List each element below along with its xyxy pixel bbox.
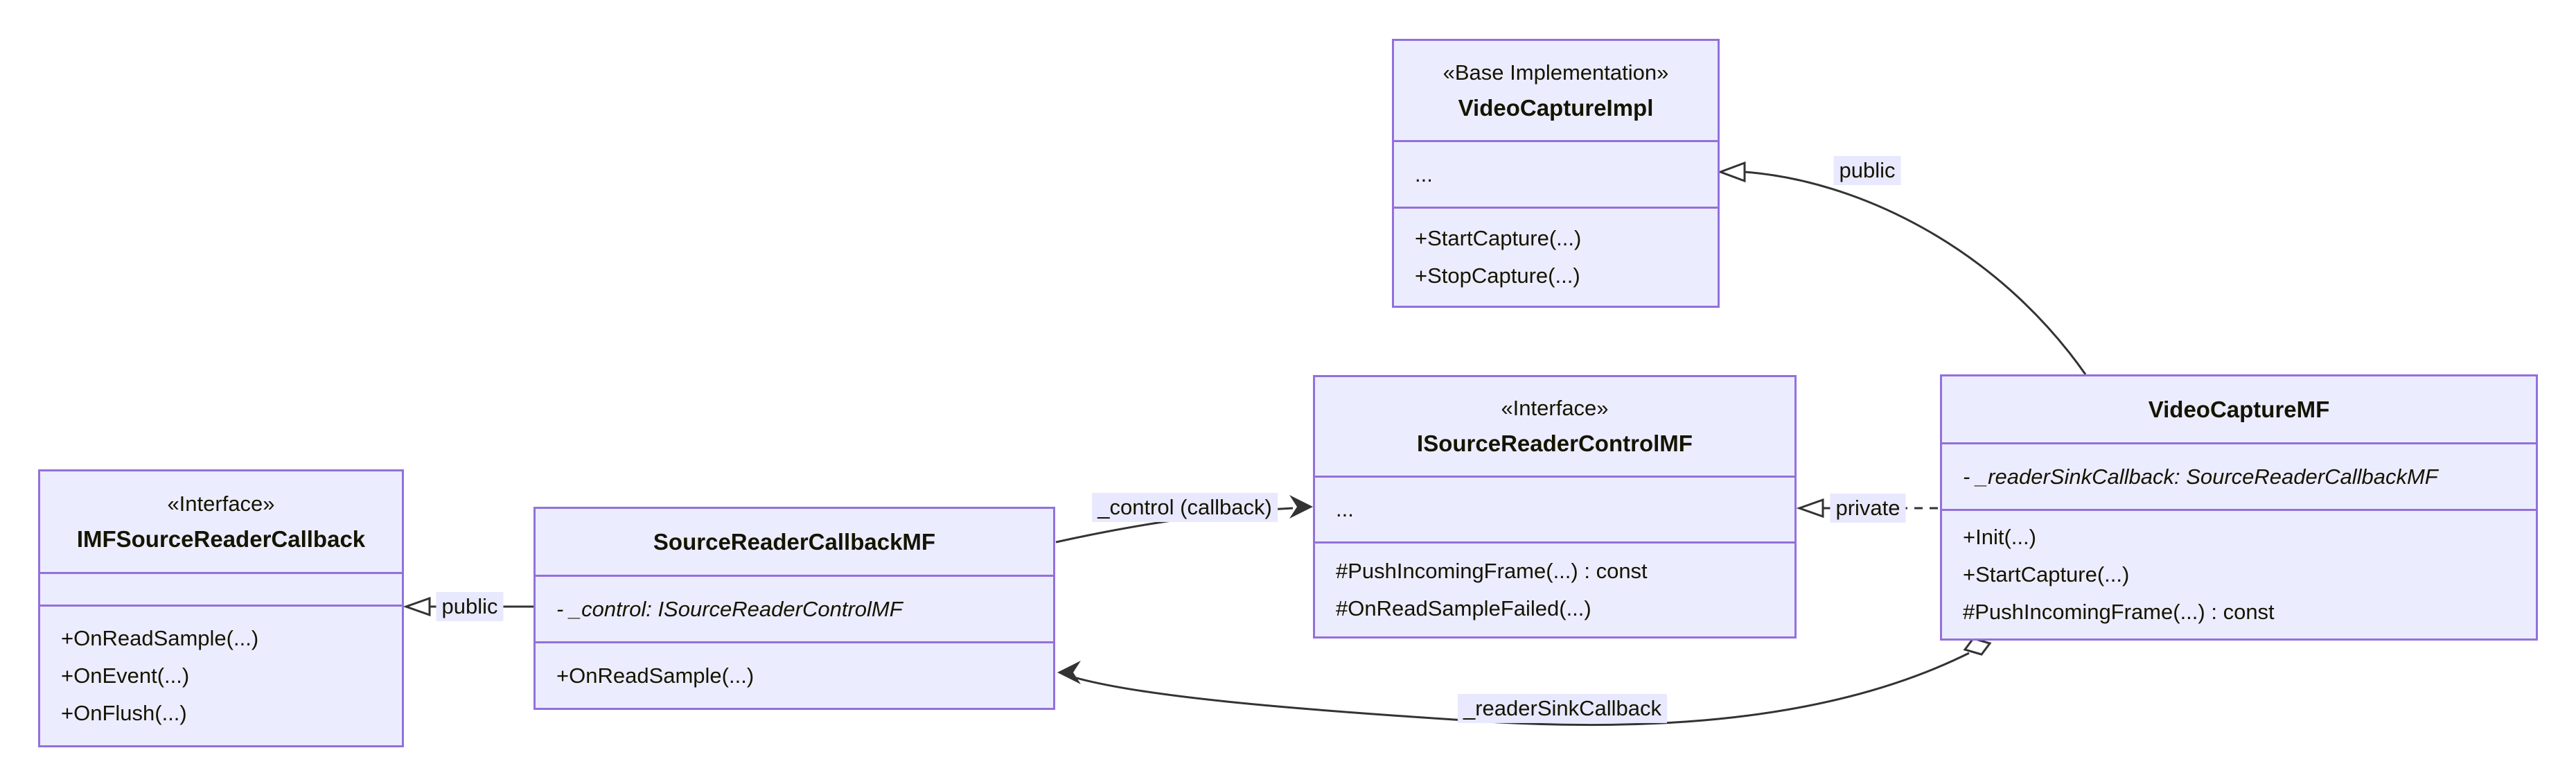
edge-label-control-callback: _control (callback) xyxy=(1092,492,1278,523)
class-methods: +OnReadSample(...) +OnEvent(...) +OnFlus… xyxy=(40,605,402,745)
arrowhead-vee-icon xyxy=(1057,661,1081,684)
method-row: #PushIncomingFrame(...) : const xyxy=(1336,559,1648,583)
attribute-row: ... xyxy=(1415,162,1433,186)
class-attributes: ... xyxy=(1394,140,1718,207)
class-node-imfsourcereadercallback: «Interface» IMFSourceReaderCallback +OnR… xyxy=(38,469,404,747)
class-name: IMFSourceReaderCallback xyxy=(76,525,366,552)
class-methods: #PushIncomingFrame(...) : const #OnReadS… xyxy=(1315,541,1794,636)
method-row: +OnEvent(...) xyxy=(61,663,190,688)
method-row: +OnReadSample(...) xyxy=(61,626,259,650)
method-row: #OnReadSampleFailed(...) xyxy=(1336,596,1591,620)
edge-label-private-realization: private xyxy=(1830,493,1906,523)
method-row: +OnFlush(...) xyxy=(61,701,187,725)
class-stereotype: «Interface» xyxy=(1501,396,1609,420)
class-methods: +Init(...) +StartCapture(...) #PushIncom… xyxy=(1942,509,2536,638)
attribute-row: - _control: ISourceReaderControlMF xyxy=(556,596,903,621)
edge-label-readersinkcallback: _readerSinkCallback xyxy=(1457,693,1668,724)
attribute-row: - _readerSinkCallback: SourceReaderCallb… xyxy=(1963,464,2438,489)
attribute-row: ... xyxy=(1336,497,1354,521)
class-attributes: - _readerSinkCallback: SourceReaderCallb… xyxy=(1942,442,2536,509)
class-name: ISourceReaderControlMF xyxy=(1417,431,1693,456)
class-stereotype: «Interface» xyxy=(167,491,275,516)
class-title: SourceReaderCallbackMF xyxy=(536,509,1053,575)
class-attributes: ... xyxy=(1315,476,1794,541)
class-title: «Interface» IMFSourceReaderCallback xyxy=(40,471,402,572)
class-stereotype: «Base Implementation» xyxy=(1443,60,1669,85)
edge-label-public-inheritance-left: public xyxy=(436,591,504,622)
edge-inheritance-videocapturemf-to-videocaptureimpl xyxy=(1717,161,2087,375)
method-row: +StartCapture(...) xyxy=(1963,562,2130,586)
arrowhead-vee-icon xyxy=(1289,495,1313,519)
class-name: VideoCaptureImpl xyxy=(1458,94,1654,121)
edge-label-public-inheritance: public xyxy=(1833,155,1901,186)
class-name: VideoCaptureMF xyxy=(2148,396,2330,422)
inheritance-triangle-icon xyxy=(1717,161,1746,183)
class-methods: +OnReadSample(...) xyxy=(536,641,1053,708)
edge-line xyxy=(1744,171,2087,375)
class-title: «Interface» ISourceReaderControlMF xyxy=(1315,377,1794,476)
method-row: +StartCapture(...) xyxy=(1415,226,1582,250)
inheritance-triangle-icon xyxy=(403,596,431,617)
method-row: +Init(...) xyxy=(1963,525,2036,549)
class-title: VideoCaptureMF xyxy=(1942,376,2536,442)
method-row: #PushIncomingFrame(...) : const xyxy=(1963,600,2275,624)
class-node-isourcereadercontrolmf: «Interface» ISourceReaderControlMF ... #… xyxy=(1313,375,1797,638)
aggregation-diamond-icon xyxy=(1963,637,1992,656)
class-node-videocaptureimpl: «Base Implementation» VideoCaptureImpl .… xyxy=(1392,39,1720,308)
class-title: «Base Implementation» VideoCaptureImpl xyxy=(1394,41,1718,140)
class-attributes xyxy=(40,572,402,605)
class-methods: +StartCapture(...) +StopCapture(...) xyxy=(1394,207,1718,306)
class-node-videocapturemf: VideoCaptureMF - _readerSinkCallback: So… xyxy=(1940,374,2538,641)
class-attributes: - _control: ISourceReaderControlMF xyxy=(536,575,1053,641)
inheritance-triangle-icon xyxy=(1796,498,1824,519)
class-name: SourceReaderCallbackMF xyxy=(653,528,936,555)
method-row: +OnReadSample(...) xyxy=(556,663,755,688)
method-row: +StopCapture(...) xyxy=(1415,263,1580,288)
class-node-sourcereadercallbackmf: SourceReaderCallbackMF - _control: ISour… xyxy=(533,507,1055,710)
